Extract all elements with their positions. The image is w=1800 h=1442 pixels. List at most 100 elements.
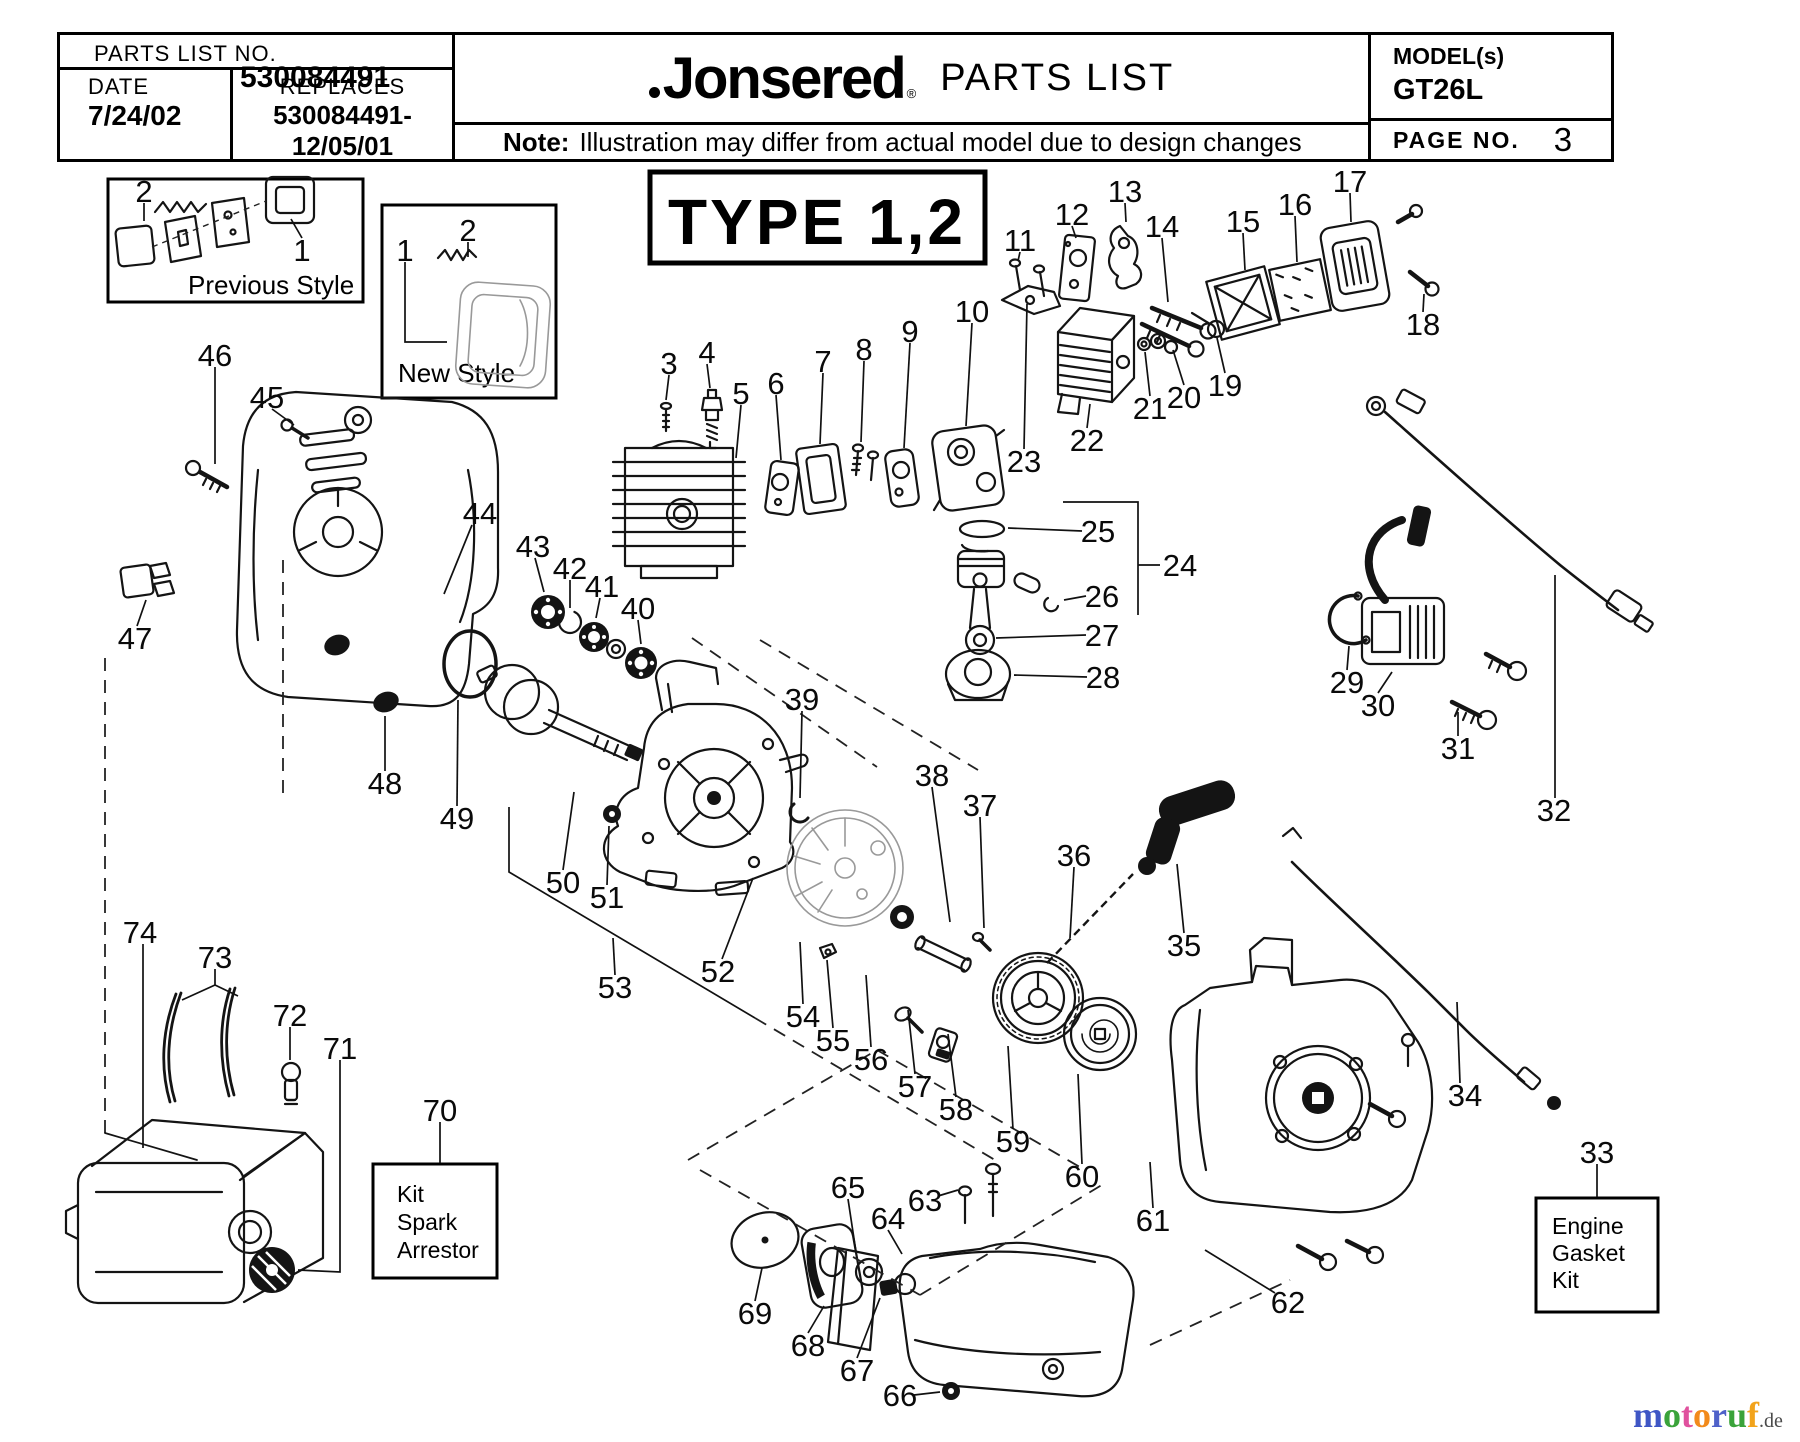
leader-line-3-4 bbox=[665, 374, 670, 401]
leader-line-36-37 bbox=[1069, 866, 1075, 939]
part-label-12-13: 12 bbox=[1055, 197, 1089, 232]
part-label-2-0: 2 bbox=[135, 174, 152, 209]
leader-line-41-42 bbox=[595, 597, 601, 619]
part-label-39-40: 39 bbox=[785, 682, 819, 717]
part-label-4-5: 4 bbox=[698, 335, 715, 370]
o-ring-49 bbox=[442, 629, 498, 699]
leader-line-34-35 bbox=[1456, 1001, 1461, 1084]
leader-line-37-38 bbox=[979, 816, 985, 929]
part-label-54-55: 54 bbox=[786, 999, 820, 1034]
part-label-13-14: 13 bbox=[1108, 174, 1142, 209]
part-label-32-33: 32 bbox=[1537, 793, 1571, 828]
fuel-tank-group bbox=[730, 1211, 1135, 1400]
model-cell: MODEL(s) GT26L bbox=[1371, 35, 1611, 118]
part-label-2-3: 2 bbox=[459, 213, 476, 248]
part-label-70-71: 70 bbox=[423, 1093, 457, 1128]
leader-line-60-61 bbox=[1077, 1073, 1083, 1165]
engine-gasket-kit-box bbox=[1534, 1196, 1660, 1314]
type-label: TYPE 1,2 bbox=[668, 186, 966, 258]
header-middle-block: Jonsered® PARTS LIST Note: Illustration … bbox=[452, 35, 1371, 159]
leader-line-43-44 bbox=[534, 557, 545, 593]
part-label-23-24: 23 bbox=[1007, 444, 1041, 479]
part-label-29-30: 29 bbox=[1330, 665, 1364, 700]
part-label-8-9: 8 bbox=[855, 332, 872, 367]
part-label-71-72: 71 bbox=[323, 1031, 357, 1066]
replaces-value: 530084491-12/05/01 bbox=[273, 100, 412, 161]
note-label: Note: bbox=[503, 126, 570, 157]
part-label-40-41: 40 bbox=[621, 591, 655, 626]
part-label-72-73: 72 bbox=[273, 998, 307, 1033]
part-label-28-29: 28 bbox=[1086, 660, 1120, 695]
part-label-19-20: 19 bbox=[1208, 368, 1242, 403]
header-table: PARTS LIST NO. 530084491 DATE 7/24/02 RE… bbox=[57, 32, 1614, 162]
part-label-65-66: 65 bbox=[831, 1170, 865, 1205]
piston-group bbox=[944, 519, 1160, 702]
spark-arrestor-kit-box bbox=[371, 1162, 499, 1280]
spark-kit-line2: Spark bbox=[397, 1209, 458, 1235]
part-label-58-59: 58 bbox=[939, 1092, 973, 1127]
leader-line-10-11 bbox=[965, 322, 973, 427]
part-label-48-49: 48 bbox=[368, 766, 402, 801]
part-label-69-70: 69 bbox=[738, 1296, 772, 1331]
construction-lines bbox=[104, 560, 1291, 1346]
leader-line-16-17 bbox=[1294, 215, 1298, 263]
leader-line-8-9 bbox=[860, 360, 865, 443]
part-label-57-58: 57 bbox=[898, 1069, 932, 1104]
watermark-motoruf: motoruf.de bbox=[1633, 1394, 1783, 1436]
leader-line-54-55 bbox=[799, 941, 804, 1005]
air-box-22 bbox=[1056, 306, 1136, 416]
leader-line-39-40 bbox=[799, 710, 803, 799]
watermark-letter-o: o bbox=[1663, 1395, 1681, 1435]
type-box bbox=[647, 169, 988, 266]
part-label-46-47: 46 bbox=[198, 338, 232, 373]
leader-line-53-54 bbox=[612, 937, 616, 976]
leader-line-17-18 bbox=[1349, 192, 1352, 223]
leader-line-59-60 bbox=[1007, 1045, 1014, 1130]
leader-line-6-7 bbox=[775, 394, 782, 461]
part-label-21-22: 21 bbox=[1133, 391, 1167, 426]
model-value: GT26L bbox=[1393, 74, 1484, 106]
part-label-60-61: 60 bbox=[1065, 1159, 1099, 1194]
leader-line-66-67 bbox=[913, 1391, 941, 1396]
replaces-label: REPLACES bbox=[279, 74, 406, 99]
leader-line-64-65 bbox=[887, 1229, 903, 1255]
part-label-55-56: 55 bbox=[816, 1023, 850, 1058]
watermark-letter-t: t bbox=[1681, 1395, 1693, 1435]
part-label-6-7: 6 bbox=[767, 366, 784, 401]
leader-line-58-59 bbox=[947, 1033, 957, 1098]
page-no-value: 3 bbox=[1553, 121, 1573, 158]
watermark-letter-u: u bbox=[1726, 1395, 1748, 1435]
part-label-24-25: 24 bbox=[1163, 548, 1197, 583]
parts-list-no-label: PARTS LIST NO. bbox=[94, 41, 277, 66]
part-label-59-60: 59 bbox=[996, 1124, 1030, 1159]
page-no-label: PAGE NO. bbox=[1393, 126, 1520, 153]
part-label-22-23: 22 bbox=[1070, 423, 1104, 458]
leader-line-47-48 bbox=[136, 599, 147, 627]
new-style-muffler bbox=[436, 248, 552, 389]
crankcase-group bbox=[602, 659, 810, 896]
part-label-41-42: 41 bbox=[585, 569, 619, 604]
note-text: Illustration may differ from actual mode… bbox=[579, 126, 1302, 157]
part-label-35-36: 35 bbox=[1167, 928, 1201, 963]
part-label-49-50: 49 bbox=[440, 801, 474, 836]
part-label-50-51: 50 bbox=[546, 865, 580, 900]
leader-line-56-57 bbox=[865, 974, 872, 1048]
watermark-text: motoruf bbox=[1633, 1395, 1759, 1435]
throttle-cable-group bbox=[1281, 826, 1561, 1110]
crank-seal-48 bbox=[373, 691, 399, 713]
part-label-1-1: 1 bbox=[293, 233, 310, 268]
air-filter-group bbox=[1205, 203, 1440, 341]
part-label-18-19: 18 bbox=[1406, 307, 1440, 342]
clip-47 bbox=[119, 563, 155, 599]
leader-line-12-13 bbox=[1071, 225, 1077, 239]
part-label-52-53: 52 bbox=[701, 954, 735, 989]
parts-list-no-value: 530084491 bbox=[240, 61, 391, 94]
leader-line-1-1 bbox=[290, 218, 303, 239]
engine-cover-group bbox=[119, 390, 500, 713]
muffler-group bbox=[64, 984, 325, 1305]
leader-line-20-21 bbox=[1172, 349, 1185, 386]
spark-plug-4 bbox=[700, 388, 724, 450]
registered-mark: ® bbox=[906, 86, 916, 101]
